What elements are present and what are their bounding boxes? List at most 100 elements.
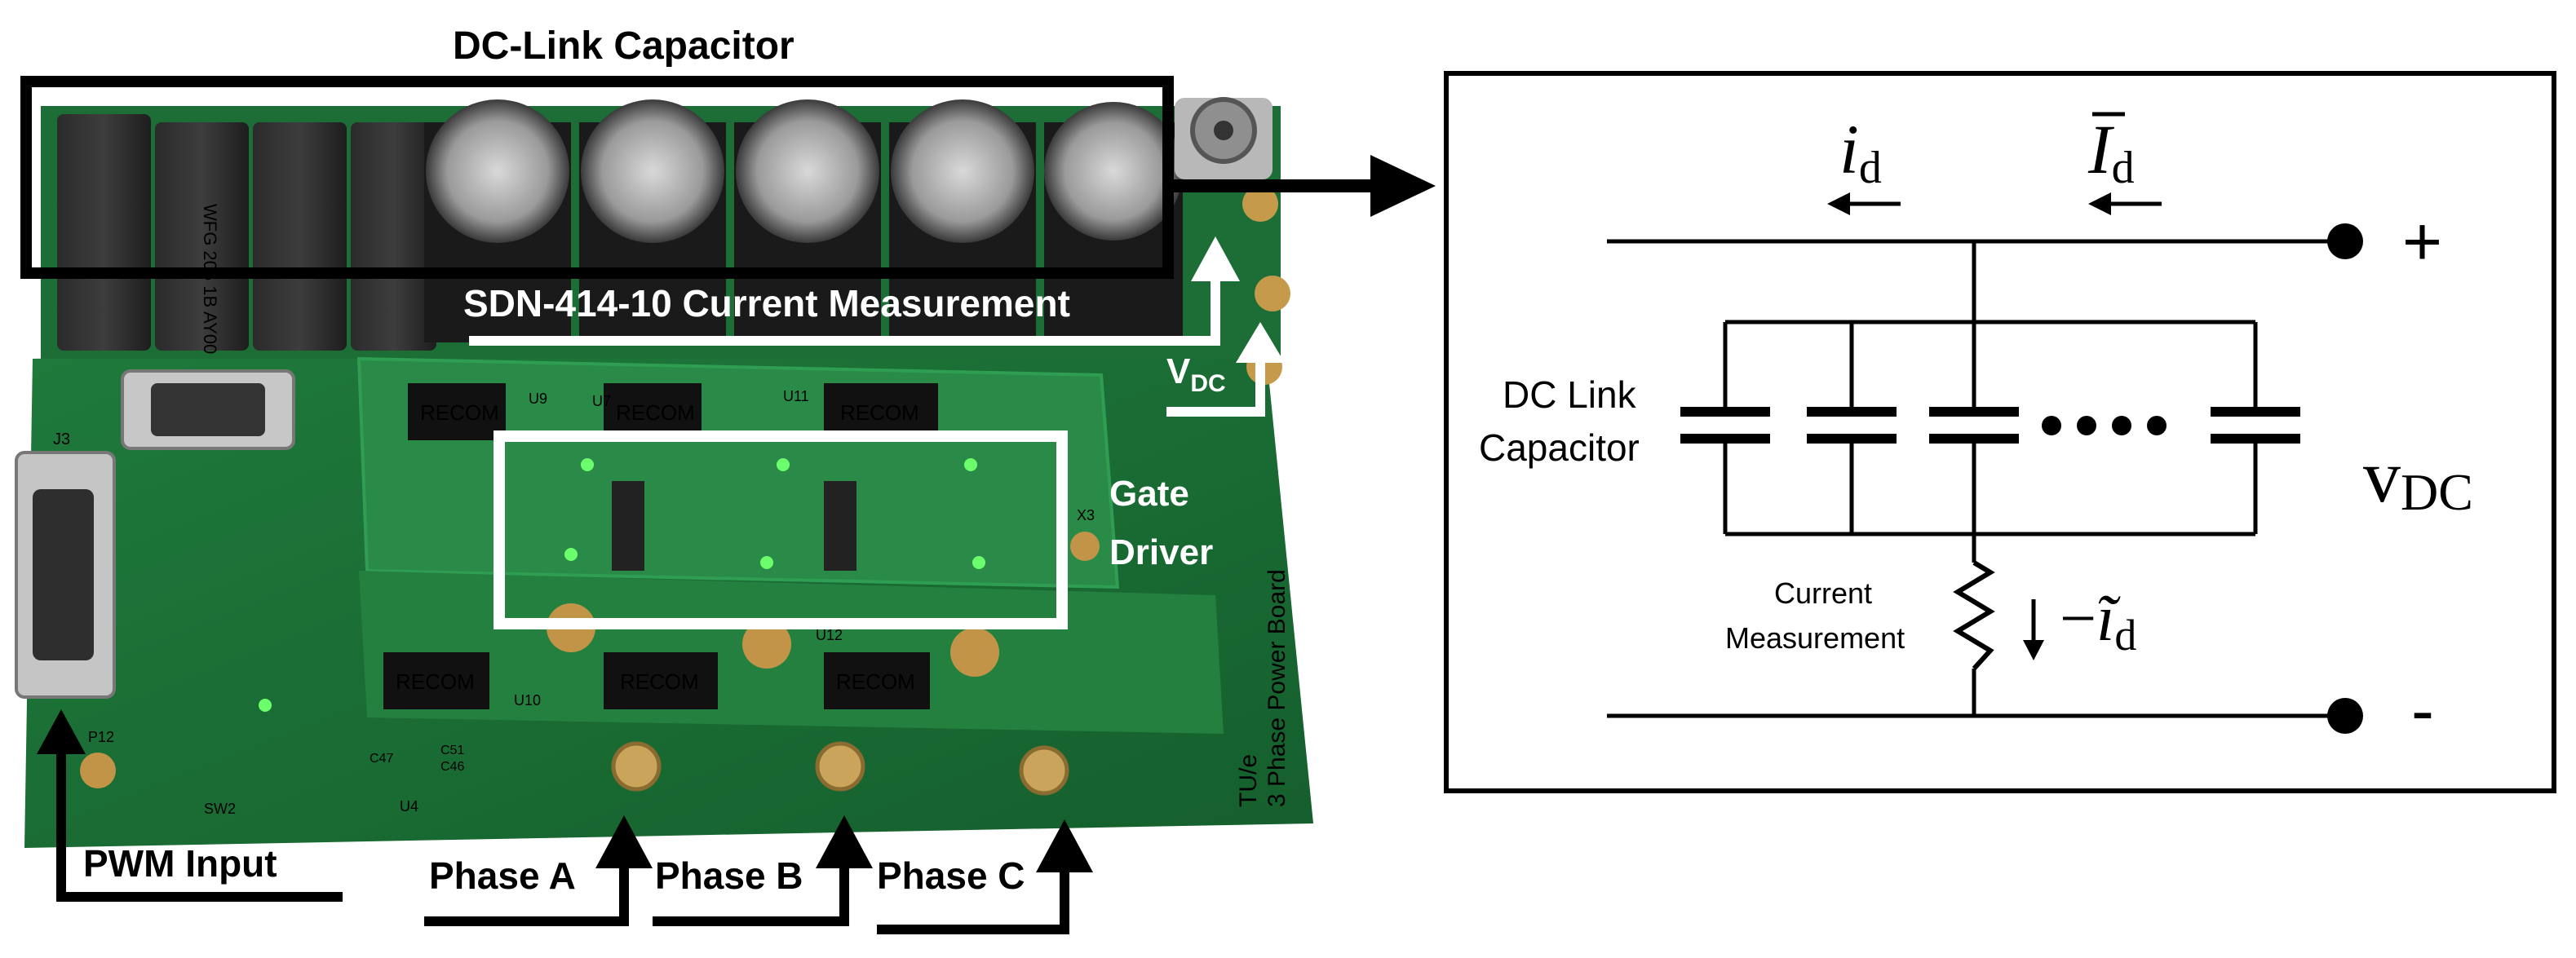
ref-u11: U11 xyxy=(783,388,809,404)
ref-p12: P12 xyxy=(88,729,114,745)
film-capacitors: WFG 205 1B AY00 xyxy=(57,114,436,354)
recom-modules: RECOM RECOM RECOM RECOM RECOM RECOM xyxy=(383,383,938,709)
schematic-panel: + - id Id xyxy=(1444,71,2556,793)
gate-driver-label-line1: Gate xyxy=(1109,474,1189,514)
i-d-label: id xyxy=(1839,110,1882,193)
pwm-arrowhead xyxy=(37,709,86,754)
phase-b-terminal xyxy=(815,741,865,792)
id-tilde-arrowhead xyxy=(2023,640,2044,660)
minus-terminal xyxy=(2327,698,2363,734)
ref-u10: U10 xyxy=(514,692,541,709)
ref-c46: C46 xyxy=(440,760,464,774)
recom-label: RECOM xyxy=(396,669,475,694)
vdc-arrow xyxy=(1166,359,1265,417)
recom-module xyxy=(408,383,506,440)
status-led xyxy=(259,699,272,712)
phase-b-arrowhead xyxy=(816,815,873,868)
recom-label: RECOM xyxy=(620,669,699,694)
electrolytic-capacitor-top xyxy=(426,99,569,243)
driver-led xyxy=(564,548,578,561)
gate-driver-highlight-box xyxy=(494,430,1068,629)
board-text-tue: TU/e xyxy=(1235,754,1262,807)
ref-u7: U7 xyxy=(592,393,611,409)
film-capacitor xyxy=(57,114,151,351)
current-meas-arrow xyxy=(469,277,1220,346)
db15-socket xyxy=(33,489,94,660)
current-meas-label-line2: Measurement xyxy=(1725,621,1905,655)
electrolytic-capacitor-top xyxy=(1044,102,1183,241)
i-d-arrowhead xyxy=(1827,192,1850,215)
dc-link-cap-label-line2: Capacitor xyxy=(1479,426,1640,469)
plus-sign: + xyxy=(2402,203,2442,280)
ref-u4: U4 xyxy=(400,798,418,815)
current-meas-label-line1: Current xyxy=(1774,576,1872,610)
to-schematic-arrowhead xyxy=(1370,155,1436,217)
gate-driver-label-line2: Driver xyxy=(1109,532,1213,572)
I-d-bar-arrowhead xyxy=(2088,192,2111,215)
driver-led xyxy=(964,458,977,471)
recom-module xyxy=(604,652,718,709)
recom-label: RECOM xyxy=(840,400,919,425)
film-capacitor xyxy=(351,122,436,351)
capacitor-2 xyxy=(1807,322,1897,534)
board-photo: WFG 205 1B AY00 xyxy=(15,97,1313,848)
ref-u12: U12 xyxy=(816,627,843,643)
phase-b-label: Phase B xyxy=(655,854,803,897)
I-d-bar-label: Id xyxy=(2087,110,2135,193)
electrolytic-capacitors xyxy=(424,99,1183,342)
ref-u9: U9 xyxy=(529,391,547,407)
driver-led xyxy=(581,458,594,471)
capacitor-3 xyxy=(1929,322,2019,534)
dc-link-label: DC-Link Capacitor xyxy=(453,24,794,68)
pwm-input-label: PWM Input xyxy=(83,842,277,885)
phase-a-label: Phase A xyxy=(429,854,576,897)
phase-c-arrow-shaft xyxy=(877,868,1069,934)
recom-module xyxy=(383,652,489,709)
vdc-photo-label: VDC xyxy=(1166,351,1226,397)
current-meas-arrowhead xyxy=(1191,236,1240,281)
pwm-arrow-shaft xyxy=(56,750,343,902)
pwm-connector xyxy=(80,753,116,788)
db9-socket xyxy=(151,383,265,436)
schematic-frame xyxy=(1444,71,2556,793)
driver-led xyxy=(777,458,790,471)
film-capacitor xyxy=(253,122,347,351)
ref-sw2: SW2 xyxy=(204,801,236,817)
ref-j3: J3 xyxy=(53,430,70,448)
id-tilde-label: −ĩd xyxy=(2060,583,2136,660)
electrolytic-capacitor-top xyxy=(581,99,724,243)
phase-b-arrow-shaft xyxy=(653,864,849,926)
dc-link-highlight-box xyxy=(20,76,1174,279)
current-measurement-label: SDN-414-10 Current Measurement xyxy=(463,282,1070,324)
recom-label: RECOM xyxy=(420,400,499,425)
dc-link-cap-label-line1: DC Link xyxy=(1503,373,1637,416)
driver-led xyxy=(760,556,773,569)
electrolytic-capacitor-top xyxy=(736,99,879,243)
recom-label: RECOM xyxy=(616,400,695,425)
gate-driver-chip xyxy=(612,481,644,571)
board-text-title: 3 Phase Power Board xyxy=(1264,569,1290,807)
film-capacitor xyxy=(155,122,249,351)
phase-c-label: Phase C xyxy=(877,854,1025,897)
ref-x3: X3 xyxy=(1077,507,1095,523)
terminal-screw xyxy=(1242,186,1278,222)
plus-terminal xyxy=(2327,223,2363,259)
mounting-screw xyxy=(950,628,999,677)
film-capacitor-label: WFG 205 1B AY00 xyxy=(200,204,220,354)
capacitor-n xyxy=(2211,322,2300,534)
phase-c-arrowhead xyxy=(1036,819,1093,872)
minus-sign: - xyxy=(2411,672,2434,748)
phase-a-terminal xyxy=(611,741,662,792)
electrolytic-capacitor-top xyxy=(891,99,1034,243)
bnc-center xyxy=(1214,121,1233,140)
phase-a-arrowhead xyxy=(595,815,653,868)
capacitor-1 xyxy=(1680,322,1770,534)
gate-driver-chip xyxy=(824,481,856,571)
mounting-screw xyxy=(1070,532,1100,561)
ref-c51: C51 xyxy=(440,744,464,757)
vdc-label: vDC xyxy=(2363,435,2473,521)
mounting-screw xyxy=(742,620,791,669)
recom-module xyxy=(824,652,930,709)
phase-a-arrow-shaft xyxy=(424,864,629,926)
